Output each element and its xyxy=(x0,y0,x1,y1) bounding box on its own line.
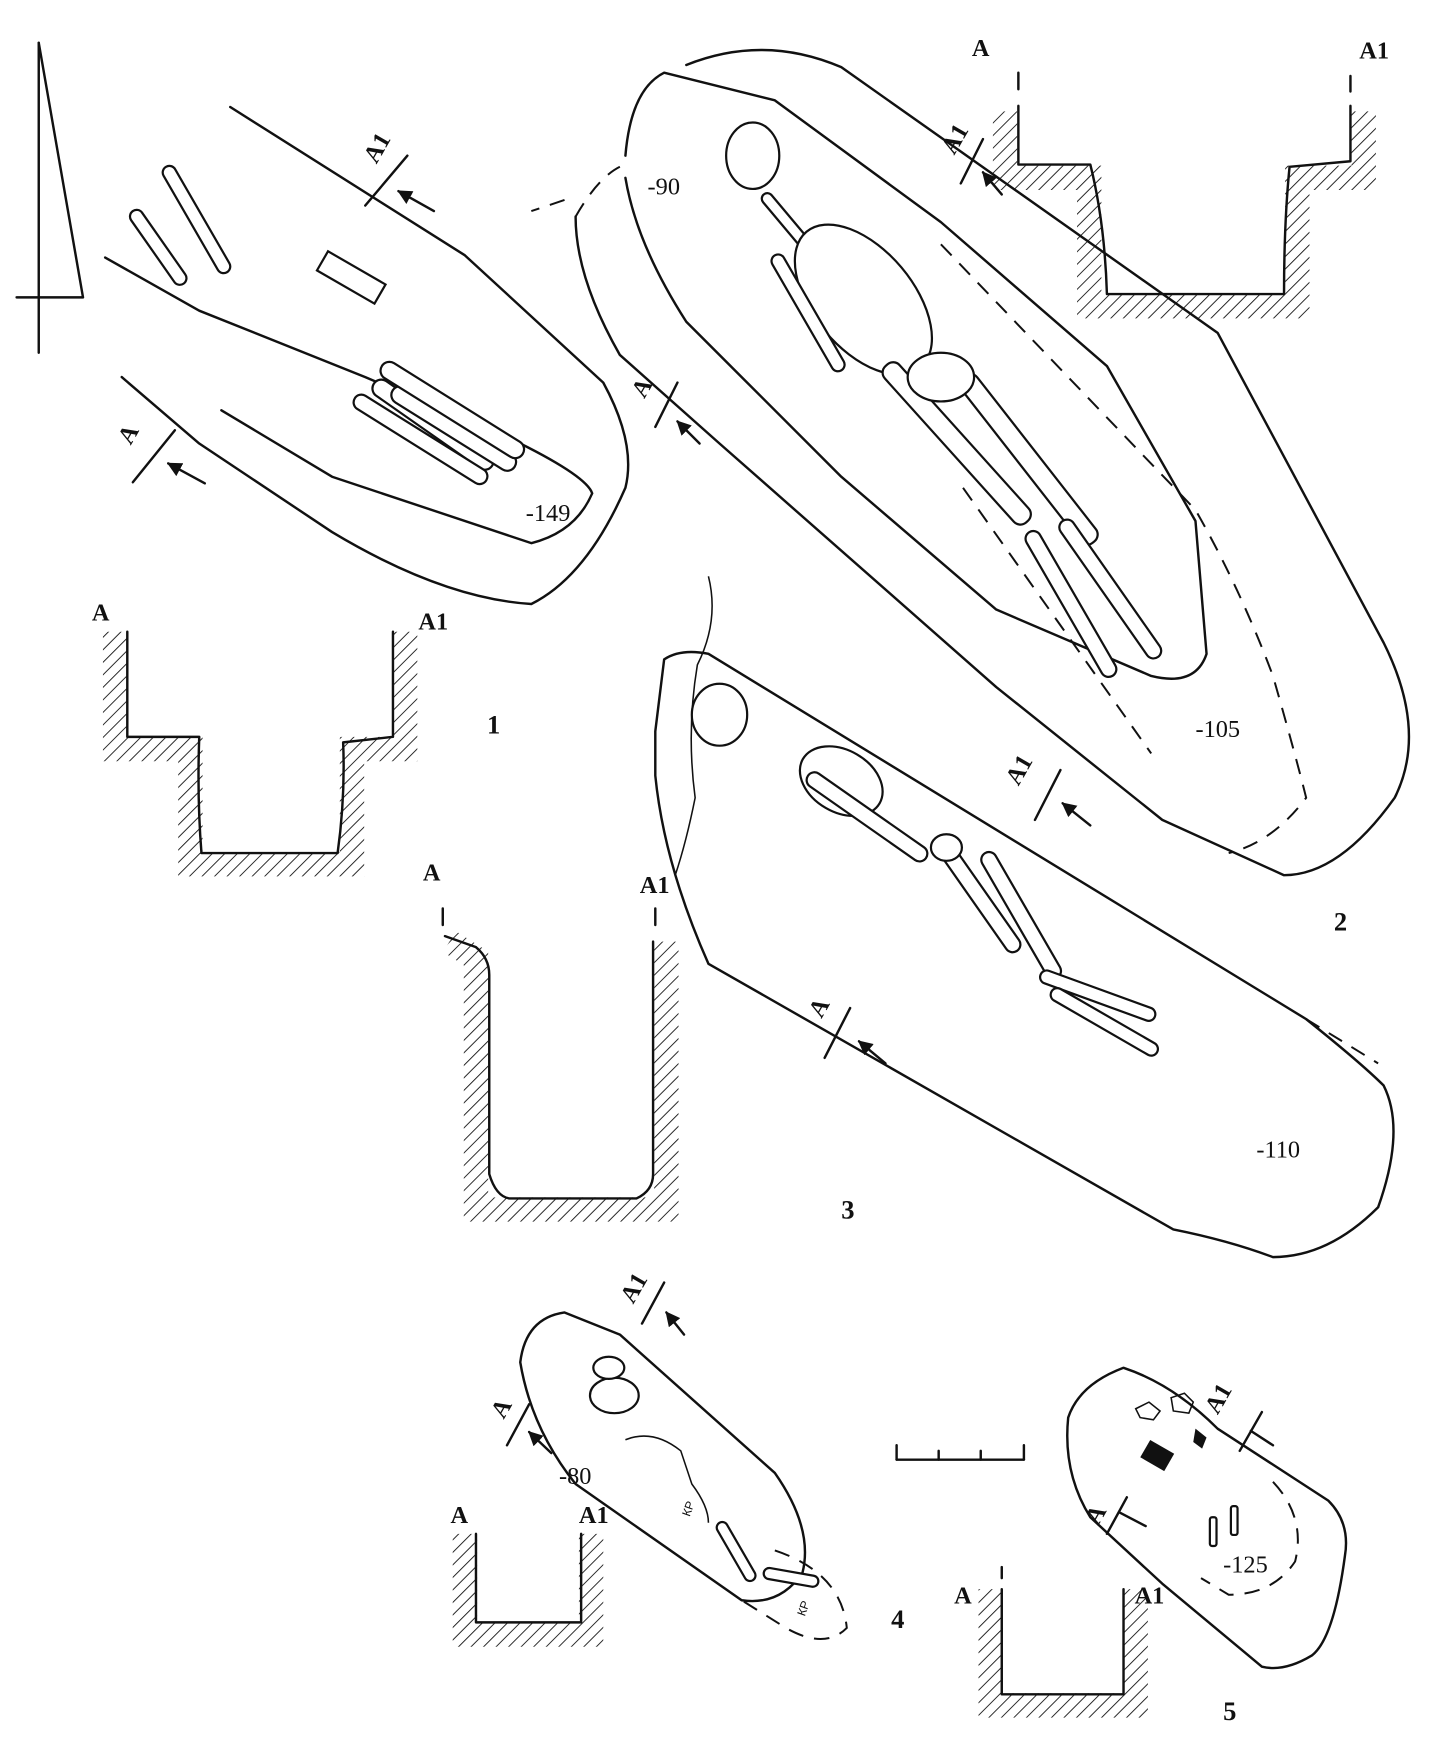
section-label: A1 xyxy=(615,1268,653,1307)
section-profile-4: A A1 xyxy=(451,1502,609,1647)
scale-bar xyxy=(895,1444,1026,1461)
section-profile-1: A A1 1 xyxy=(92,600,500,877)
section-label: A1 xyxy=(936,119,974,158)
section-marker-a: A xyxy=(803,993,887,1065)
skeleton-3-bones xyxy=(690,682,1160,1057)
fill-note: КР xyxy=(679,1499,697,1518)
section-label: A1 xyxy=(1135,1583,1165,1610)
skeleton-2-bones xyxy=(725,121,1163,679)
section-marker-a1: A1 xyxy=(615,1268,686,1336)
burial-number: 4 xyxy=(891,1604,904,1634)
section-label: A xyxy=(92,600,110,627)
section-label: A xyxy=(451,1502,469,1529)
burial-number: 5 xyxy=(1223,1696,1236,1726)
section-label: A xyxy=(112,420,144,449)
section-label: A1 xyxy=(640,872,670,899)
burial-number: 1 xyxy=(487,710,500,740)
section-label: A xyxy=(1080,1500,1112,1529)
section-profile-2: A A1 xyxy=(972,35,1389,319)
burial-3-plan: -110 3 A A1 xyxy=(654,576,1395,1259)
section-label: A1 xyxy=(1000,750,1038,789)
depth-label: -149 xyxy=(526,500,571,527)
section-profile-3: A A1 xyxy=(423,860,679,1222)
burial-1-plan: -149 A A1 xyxy=(103,105,630,606)
section-label: A1 xyxy=(358,128,396,167)
section-label: A1 xyxy=(579,1502,609,1529)
depth-label: -90 xyxy=(648,173,680,200)
section-label: A xyxy=(954,1583,972,1610)
depth-label: -125 xyxy=(1223,1552,1268,1579)
section-label: A1 xyxy=(418,608,448,635)
burial-4-plan: КР КР -80 4 A A1 xyxy=(485,1268,904,1640)
section-marker-a: A xyxy=(1080,1496,1147,1536)
north-arrow-icon xyxy=(15,41,85,354)
section-marker-a: A xyxy=(112,420,206,485)
fill-note: КР xyxy=(794,1599,812,1618)
burial-number: 2 xyxy=(1334,907,1347,937)
section-marker-a: A xyxy=(485,1394,553,1455)
section-label: A xyxy=(972,35,990,62)
section-label: A xyxy=(423,860,441,887)
section-label: A xyxy=(626,373,658,402)
section-marker-a: A xyxy=(626,373,701,445)
section-label: A xyxy=(485,1394,517,1423)
section-profile-5: A A1 xyxy=(954,1565,1165,1718)
depth-label: -110 xyxy=(1256,1136,1300,1163)
section-label: A1 xyxy=(1359,37,1389,64)
section-label: A1 xyxy=(1199,1379,1237,1418)
section-label: A xyxy=(803,993,835,1022)
section-marker-a1: A1 xyxy=(358,128,436,213)
depth-label: -105 xyxy=(1195,716,1240,743)
burial-2-plan: -90 -105 2 A A1 xyxy=(531,48,1411,937)
burial-5-plan: -125 5 A A1 xyxy=(1066,1366,1348,1726)
depth-label: -80 xyxy=(559,1463,591,1490)
skeleton-1-bones xyxy=(128,164,526,486)
burial-number: 3 xyxy=(841,1194,854,1224)
section-marker-a1: A1 xyxy=(1000,750,1092,827)
